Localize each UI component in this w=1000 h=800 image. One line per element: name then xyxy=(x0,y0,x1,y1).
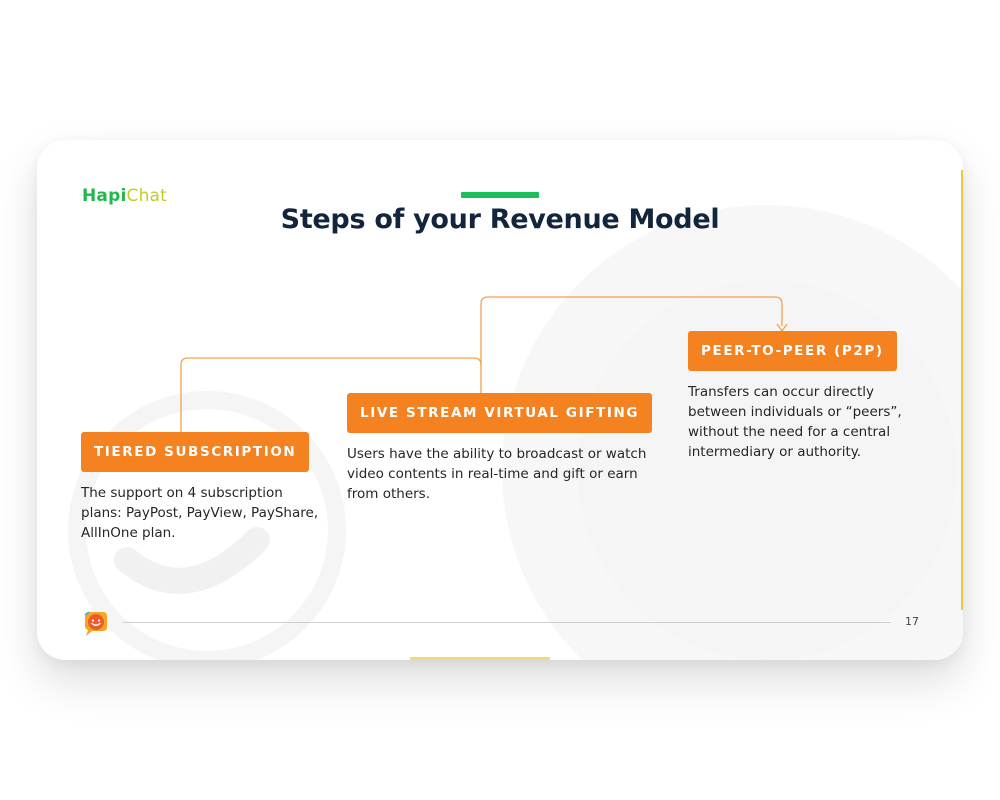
title-accent-bar xyxy=(461,192,539,198)
step-label-live-stream-gifting: LIVE STREAM VIRTUAL GIFTING xyxy=(347,393,653,433)
footer-divider xyxy=(123,622,891,623)
logo-text-chat: Chat xyxy=(126,186,168,206)
step-label-tiered-subscription: TIERED SUBSCRIPTION xyxy=(81,432,310,472)
step-label-peer-to-peer: PEER-TO-PEER (P2P) xyxy=(688,331,897,371)
slide: HapiChat Steps of your Revenue Model TIE… xyxy=(37,140,963,660)
step-desc-tiered-subscription: The support on 4 subscription plans: Pay… xyxy=(81,485,319,541)
connector-step2-step3 xyxy=(480,296,783,365)
slide-edge-accent xyxy=(961,170,963,610)
slide-title: Steps of your Revenue Model xyxy=(280,204,720,235)
logo-text-hapi: Hapi xyxy=(82,186,127,206)
smiley-chat-bubble-icon xyxy=(84,611,107,636)
step-desc-peer-to-peer: Transfers can occur directly between ind… xyxy=(688,384,902,460)
underlying-slide-edge xyxy=(410,657,550,660)
step-desc-live-stream-gifting: Users have the ability to broadcast or w… xyxy=(347,446,647,502)
page-number: 17 xyxy=(905,615,919,628)
hapichat-logo: HapiChat xyxy=(82,186,167,206)
background-watermark xyxy=(68,205,963,660)
